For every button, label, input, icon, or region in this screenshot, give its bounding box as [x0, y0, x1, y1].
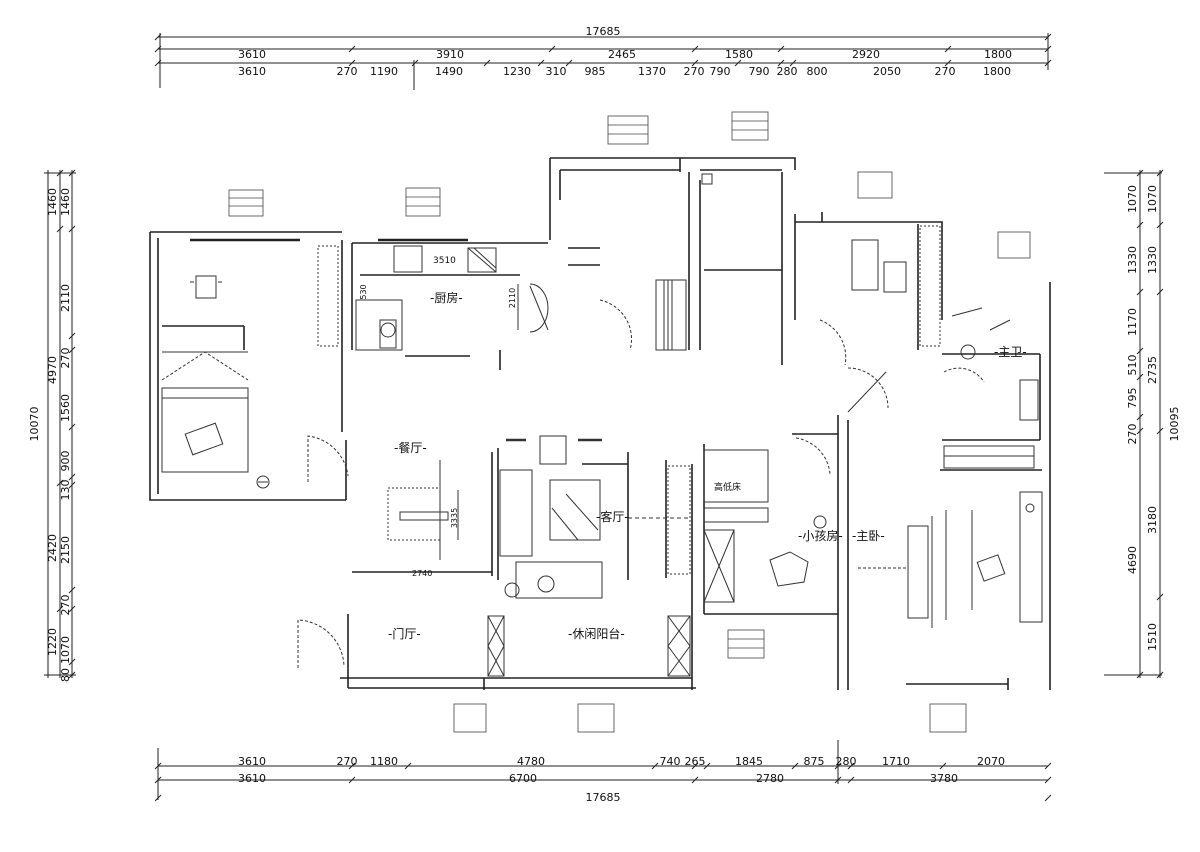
dim-top-r1-5: 1800 — [984, 48, 1012, 61]
top-dimensions — [154, 33, 1052, 90]
room-living: -客厅- — [596, 509, 629, 524]
dim-kitchen-side: 2110 — [508, 288, 517, 308]
dim-left-o-3: 1220 — [46, 628, 59, 656]
dim-right-o-1: 1330 — [1146, 246, 1159, 274]
dim-left-i-2: 270 — [59, 348, 72, 369]
master-bed — [907, 525, 929, 619]
dim-top-r2-8: 270 — [684, 65, 705, 78]
dim-top-r2-9: 790 — [710, 65, 731, 78]
bottom-dimension-labels: 3610 270 1180 4780 740 265 1845 875 280 … — [238, 755, 1005, 804]
dim-top-r2-2: 1190 — [370, 65, 398, 78]
inner-dims: 3510 530 2110 3335 2740 — [359, 256, 517, 578]
dim-top-r2-3: 1490 — [435, 65, 463, 78]
dim-bot-r1-7: 875 — [804, 755, 825, 768]
dim-top-r2-11: 280 — [777, 65, 798, 78]
left-dimension-labels: 10070 1460 4970 2420 1220 1460 2110 270 … — [28, 188, 72, 682]
dim-top-total: 17685 — [586, 25, 621, 38]
bottom-dimensions — [154, 740, 1052, 802]
dim-bot-r1-1: 270 — [337, 755, 358, 768]
dim-left-i-1: 2110 — [59, 284, 72, 312]
dim-right-i-2: 1170 — [1126, 308, 1139, 336]
dim-top-r2-1: 270 — [337, 65, 358, 78]
dim-bot-r2-3: 3780 — [930, 772, 958, 785]
room-labels: -厨房- -餐厅- -客厅- -门厅- -休闲阳台- -小孩房- -主卧- -主… — [388, 290, 1027, 641]
dim-bot-r1-0: 3610 — [238, 755, 266, 768]
tag-blocks — [228, 111, 1031, 733]
dim-left-o-2: 2420 — [46, 534, 59, 562]
dim-left-i-5: 130 — [59, 480, 72, 501]
room-entrance: -门厅- — [388, 626, 421, 641]
dim-bot-r2-1: 6700 — [509, 772, 537, 785]
dim-right-o-2: 2735 — [1146, 356, 1159, 384]
dim-top-r2-15: 1800 — [983, 65, 1011, 78]
walls — [149, 157, 1051, 690]
dim-right-i-1: 1330 — [1126, 246, 1139, 274]
dim-left-total: 10070 — [28, 407, 41, 442]
right-dimension-labels: 10095 1070 1330 2735 3180 1510 1070 1330… — [1126, 185, 1181, 651]
dim-top-r2-12: 800 — [807, 65, 828, 78]
dim-top-r2-7: 1370 — [638, 65, 666, 78]
dim-right-i-6: 4690 — [1126, 546, 1139, 574]
dim-top-r1-3: 1580 — [725, 48, 753, 61]
dim-bot-r1-10: 2070 — [977, 755, 1005, 768]
dim-left-i-7: 270 — [59, 595, 72, 616]
dim-top-r2-14: 270 — [935, 65, 956, 78]
room-kitchen: -厨房- — [430, 290, 463, 305]
room-master-bath: -主卫- — [994, 345, 1027, 359]
dim-left-o-0: 1460 — [46, 188, 59, 216]
dim-dining-width: 3335 — [450, 508, 459, 528]
dim-bot-r1-9: 1710 — [882, 755, 910, 768]
dim-right-i-3: 510 — [1126, 355, 1139, 376]
dim-left-i-4: 900 — [59, 451, 72, 472]
left-bed — [161, 387, 249, 473]
right-dimensions — [1104, 169, 1164, 679]
dim-top-r2-10: 790 — [749, 65, 770, 78]
dim-right-i-5: 270 — [1126, 424, 1139, 445]
dim-top-r2-13: 2050 — [873, 65, 901, 78]
dim-left-i-3: 1560 — [59, 394, 72, 422]
dim-right-o-0: 1070 — [1146, 185, 1159, 213]
dim-kitchen-width: 3510 — [433, 256, 456, 266]
dim-bot-total: 17685 — [586, 791, 621, 804]
dim-bot-r1-4: 740 — [660, 755, 681, 768]
dim-bot-r2-2: 2780 — [756, 772, 784, 785]
label-tall-bed: 高低床 — [714, 481, 741, 493]
dim-right-i-4: 795 — [1126, 388, 1139, 409]
dim-top-r2-4: 1230 — [503, 65, 531, 78]
room-master-bedroom: -主卧- — [852, 529, 885, 543]
room-kids: -小孩房- — [798, 528, 843, 543]
dim-left-o-1: 4970 — [46, 356, 59, 384]
dim-right-o-3: 3180 — [1146, 506, 1159, 534]
dim-bot-r1-6: 1845 — [735, 755, 763, 768]
left-dimensions — [44, 169, 76, 679]
dim-right-o-4: 1510 — [1146, 623, 1159, 651]
dim-dining-wall: 2740 — [412, 569, 432, 578]
dim-bot-r1-5: 265 — [685, 755, 706, 768]
dim-right-i-0: 1070 — [1126, 185, 1139, 213]
dim-right-total: 10095 — [1168, 407, 1181, 442]
dim-kitchen-depth: 530 — [359, 284, 368, 299]
dim-top-r2-6: 985 — [585, 65, 606, 78]
dim-left-i-8: 1070 — [59, 636, 72, 664]
room-balcony: -休闲阳台- — [568, 626, 625, 641]
dim-top-r1-4: 2920 — [852, 48, 880, 61]
dim-top-r2-5: 310 — [546, 65, 567, 78]
dim-bot-r2-0: 3610 — [238, 772, 266, 785]
dim-top-r1-2: 2465 — [608, 48, 636, 61]
dim-bot-r1-2: 1180 — [370, 755, 398, 768]
dim-bot-r1-3: 4780 — [517, 755, 545, 768]
room-dining: -餐厅- — [394, 440, 427, 455]
dim-top-r2-0: 3610 — [238, 65, 266, 78]
dim-bot-r1-8: 280 — [836, 755, 857, 768]
top-dimension-labels: 17685 3610 3910 2465 1580 2920 1800 3610… — [238, 25, 1012, 78]
dim-left-i-0: 1460 — [59, 188, 72, 216]
dim-top-r1-0: 3610 — [238, 48, 266, 61]
dim-left-i-6: 2150 — [59, 536, 72, 564]
dim-top-r1-1: 3910 — [436, 48, 464, 61]
furniture — [161, 173, 1043, 677]
dim-left-i-9: 80 — [59, 668, 72, 682]
